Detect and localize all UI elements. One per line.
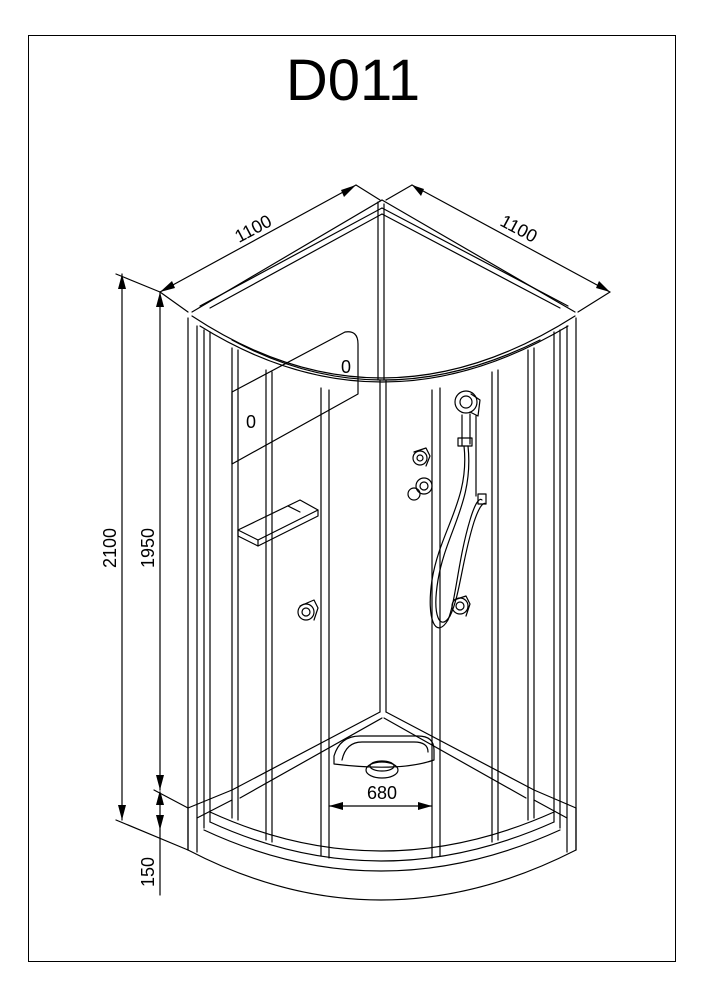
tray-height-label: 150 xyxy=(138,857,158,887)
back-panel: 0 0 xyxy=(231,331,359,465)
dimension-lines xyxy=(115,184,611,896)
left-valve-knob xyxy=(297,599,319,621)
model-title: D011 xyxy=(285,48,421,113)
back-corner xyxy=(231,379,535,799)
shower-fixtures xyxy=(407,390,487,629)
door-opening-label: 680 xyxy=(367,783,397,803)
enclosure-height-label: 1950 xyxy=(138,528,158,568)
width-right-label: 1100 xyxy=(497,211,541,247)
top-frame xyxy=(191,199,576,383)
total-height-label: 2100 xyxy=(100,528,120,568)
corner-shelf xyxy=(237,499,319,547)
shower-tray xyxy=(187,735,577,901)
shower-head-icon xyxy=(454,390,478,414)
side-panel-mark: 0 xyxy=(246,412,256,432)
back-panel-mark: 0 xyxy=(341,357,351,377)
right-frame-posts xyxy=(431,317,577,859)
left-frame-posts xyxy=(187,317,330,859)
drawing-frame xyxy=(28,35,676,962)
